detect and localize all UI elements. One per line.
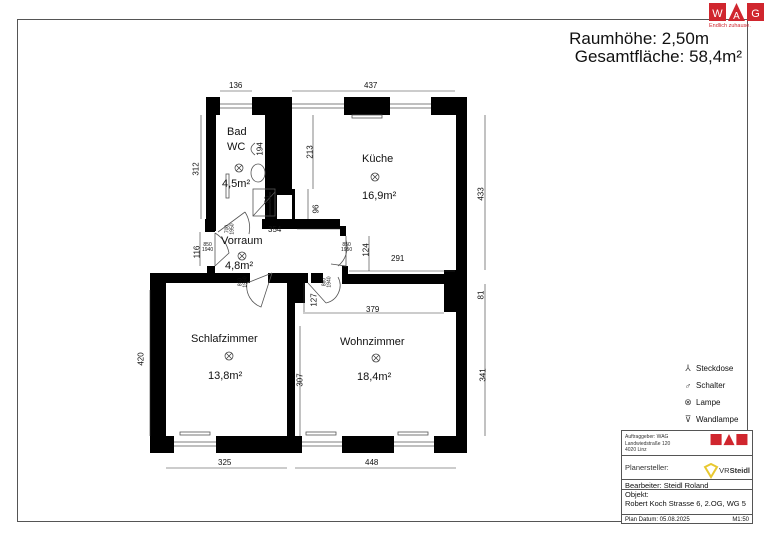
scale: M1:50 [732,517,749,523]
dim-kueche-upper: 213 [305,145,315,159]
dim-bad-height: 312 [191,162,201,176]
legend-item: ♂Schalter [680,377,738,394]
dim-kueche-291: 291 [391,254,405,263]
dim-kueche-width: 437 [364,81,378,90]
dim-right-81: 81 [476,290,486,300]
dim-bad-width: 136 [229,81,243,90]
room-area-bad: 4,5m² [222,178,251,190]
lamp-symbols [224,163,381,363]
schalter-icon: ♂ [684,380,692,391]
dim-wohn-width: 448 [365,458,379,467]
dim-wohn-379: 379 [366,305,380,314]
lampe-icon: ⊗ [684,397,692,407]
windows [174,103,434,447]
dim-schlaf-height: 420 [136,352,146,366]
room-label-wohnzimmer: Wohnzimmer [340,336,405,348]
plan-footer: Plan Datum: 05.08.2025 M1:50 [622,515,752,525]
room-label-wc: WC [227,141,246,153]
svg-text:G: G [751,8,760,20]
legend-item: ⊽Wandlampe [680,411,739,428]
wandlampe-icon: ⊽ [684,414,692,424]
dim-wohn-307: 307 [295,373,305,387]
legend-item: ⅄Steckdose [680,360,738,377]
svg-text:A: A [733,11,740,22]
wag-tagline: Endlich zuhause. [709,23,751,29]
room-area-vorraum: 4,8m² [225,260,254,272]
dim-vorraum-116: 116 [192,245,202,259]
svg-text:W: W [712,8,723,20]
dim-vorraum-124: 124 [361,243,371,257]
dim-wohn-127: 127 [309,293,319,307]
legend: ⅄Steckdose ♂Schalter ⊗Lampe ⊽Wandlampe [680,360,738,428]
title-block: Auftraggeber: WAG Landwiedstraße 120 402… [621,430,753,524]
object: Objekt: Robert Koch Strasse 6, 2.OG, WG … [622,490,752,515]
legend-item: ⊗Lampe [680,394,738,411]
dimension-lines [149,90,486,469]
room-area-wohnzimmer: 18,4m² [357,371,392,383]
client-info: Auftraggeber: WAG Landwiedstraße 120 402… [622,431,752,456]
dim-bad-194: 194 [255,142,265,156]
plan-date: Plan Datum: 05.08.2025 [625,517,690,523]
dim-shower-79: 79 [263,195,273,205]
dim-kueche-96: 96 [311,204,321,214]
room-label-bad: Bad [227,126,247,138]
room-label-schlafzimmer: Schlafzimmer [191,333,258,345]
room-label-kueche: Küche [362,153,394,165]
dim-vorraum-width: 354 [268,225,282,234]
room-area-schlafzimmer: 13,8m² [208,370,243,382]
room-area-kueche: 16,9m² [362,190,397,202]
total-area: Gesamtfläche: 58,4m² [574,47,742,66]
dim-wohn-341: 341 [478,368,488,382]
walls [150,97,467,453]
editor: Bearbeiter: Steidl Roland [622,480,752,490]
doors [214,211,348,308]
room-height: Raumhöhe: 2,50m [569,29,709,48]
wag-logo: W A G [709,3,764,22]
dim-schlaf-width: 325 [218,458,232,467]
room-label-vorraum: Vorraum [221,235,263,247]
wag-logo-small [710,434,748,446]
dim-kueche-height: 433 [476,187,486,201]
vrsteidl-logo-icon [703,463,719,479]
drawing-frame [17,19,748,522]
steckdose-icon: ⅄ [685,363,691,373]
